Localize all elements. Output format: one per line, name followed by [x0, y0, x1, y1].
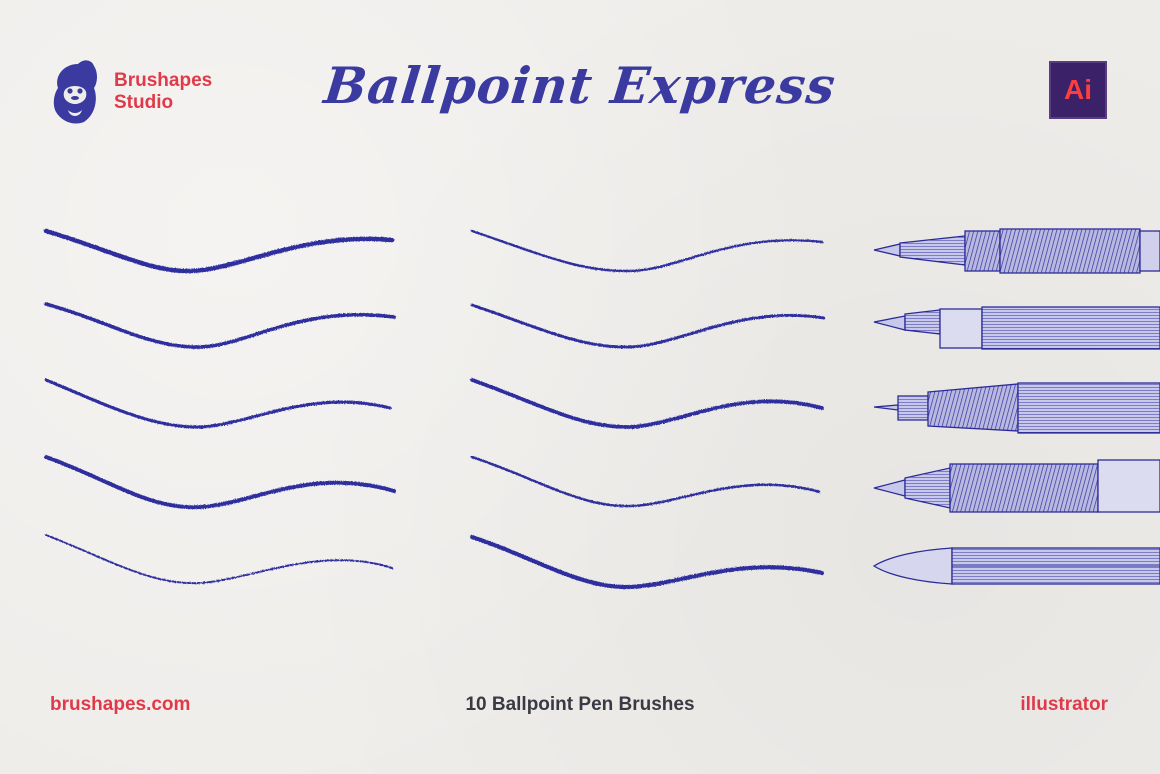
brush-stroke-9 [470, 455, 822, 508]
fineliner-pen-icon [873, 459, 1160, 513]
fountain-pen-icon [873, 228, 1160, 274]
brush-stroke-7 [470, 303, 826, 349]
gorilla-logo-icon [53, 60, 97, 124]
brush-column-middle [469, 229, 826, 590]
nib-pen-icon [873, 306, 1160, 350]
brand-name: Brushapes Studio [114, 70, 212, 114]
brand-line-2: Studio [114, 92, 174, 113]
product-tagline: 10 Ballpoint Pen Brushes [465, 694, 695, 715]
website-link[interactable]: brushapes.com [50, 694, 191, 715]
brush-stroke-3 [44, 378, 392, 429]
badge-label: Ai [1064, 74, 1092, 105]
brush-stroke-1 [43, 228, 395, 274]
brush-stroke-10 [469, 534, 825, 590]
app-label: illustrator [1020, 694, 1108, 715]
brand-line-1: Brushapes [114, 70, 213, 91]
brush-stroke-4 [44, 455, 396, 510]
brush-stroke-8 [470, 378, 824, 429]
technical-pen-icon [873, 382, 1160, 434]
brush-stroke-2 [44, 302, 396, 349]
brand-block: Brushapes Studio [50, 58, 212, 126]
brush-column-left [43, 228, 396, 585]
pen-column-right [872, 228, 1160, 585]
brush-stroke-6 [470, 229, 824, 273]
adobe-illustrator-icon: Ai [1049, 61, 1107, 119]
pencil-icon [872, 547, 1160, 585]
brush-stroke-5 [45, 534, 393, 585]
